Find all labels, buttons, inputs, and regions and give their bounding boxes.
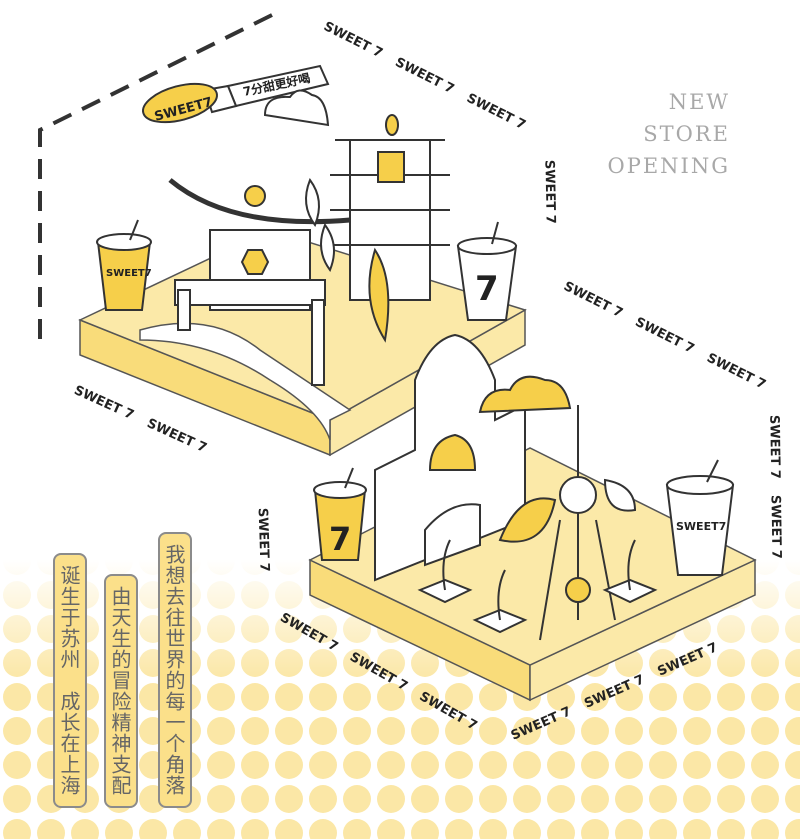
headline-line: OPENING — [607, 154, 730, 178]
pearl-tower — [539, 405, 616, 641]
cup-label: 7 — [329, 520, 351, 558]
blimp: SWEET7 7分甜更好喝 — [142, 64, 330, 125]
ribbon-text: SWEET 7 — [393, 55, 457, 97]
cup-sweet7-suzhou: SWEET7 — [96, 219, 152, 311]
cup-sweet7-shanghai: SWEET7 — [665, 459, 735, 576]
ribbon-text: SWEET 7 — [768, 495, 784, 559]
cup-7-suzhou: 7 — [456, 221, 518, 321]
leaf-yellow — [498, 497, 557, 543]
leaf-white — [603, 478, 637, 512]
plants — [417, 539, 658, 634]
pagoda — [330, 114, 450, 301]
shanghai-platform — [308, 447, 757, 702]
ribbon-text: SWEET 7 — [464, 91, 528, 133]
cup-label: SWEET7 — [676, 520, 726, 533]
cup-label: 7 — [475, 269, 499, 309]
ribbon-text: SWEET 7 — [321, 19, 385, 61]
ribbon-text: SWEET 7 — [766, 415, 782, 479]
headline-line: STORE — [643, 122, 730, 146]
tagline-3: 我想去往世界的每一个角落 — [158, 532, 192, 808]
cloud-yellow — [478, 375, 572, 414]
cup-label: SWEET7 — [106, 268, 152, 279]
ribbon-text: SWEET 7 — [561, 279, 625, 321]
cloud-icon — [263, 89, 330, 127]
ribbon-text: SWEET 7 — [541, 160, 557, 224]
ribbon-text: SWEET 7 — [144, 416, 208, 456]
cup-7-shanghai: 7 — [313, 467, 367, 561]
ribbon-text: SWEET 7 — [704, 351, 768, 393]
tea-leaves — [305, 177, 390, 343]
tagline-2: 由天生的冒险精神支配 — [104, 574, 138, 808]
ribbon-text: SWEET 7 — [255, 508, 272, 572]
tagline-1: 诞生于苏州 成长在上海 — [53, 553, 87, 808]
ribbon-text: SWEET 7 — [72, 383, 136, 423]
headline: NEW STORE OPENING — [608, 86, 731, 182]
dashed-frame — [38, 13, 273, 340]
ribbon-text: SWEET 7 — [633, 315, 697, 357]
headline-line: NEW — [668, 90, 730, 114]
gate — [168, 178, 351, 386]
